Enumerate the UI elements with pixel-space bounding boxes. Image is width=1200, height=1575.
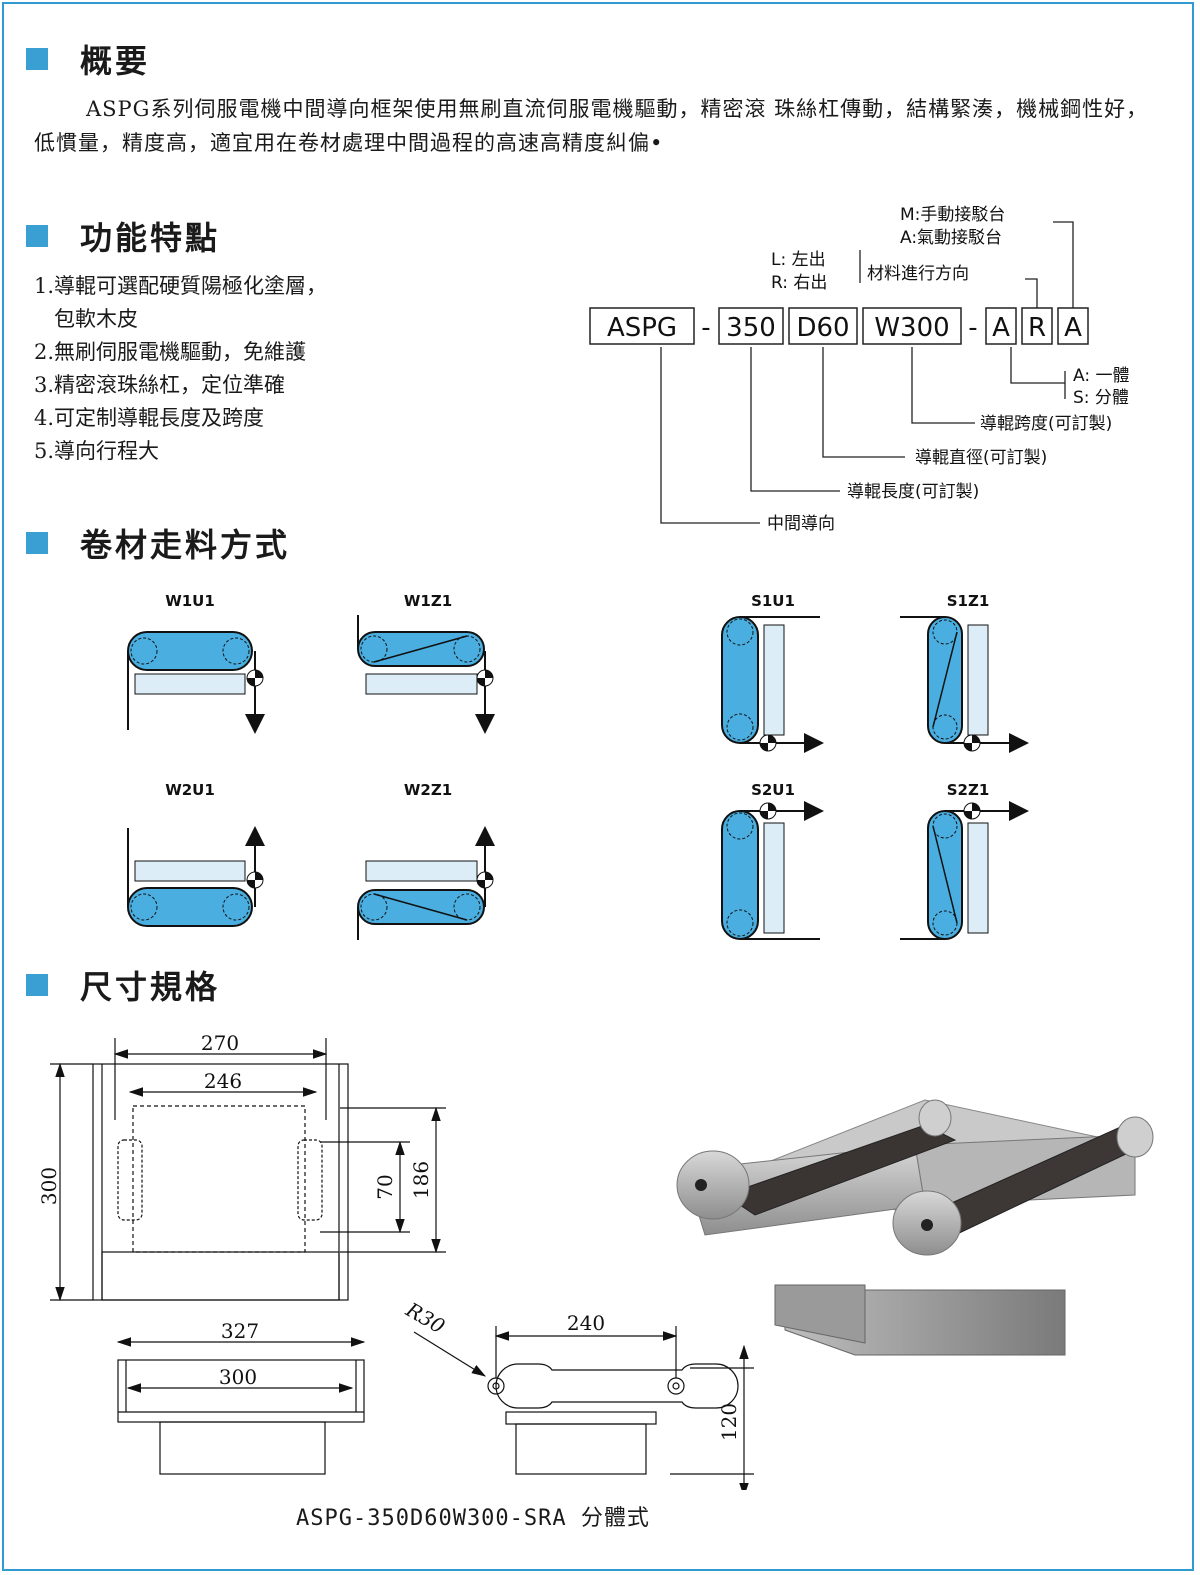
code-label-integrated: A: 一體 (1073, 366, 1129, 386)
dimension-drawings: 270 246 300 70 186 327 300 R30 240 120 (37, 1031, 754, 1490)
mode-label-w2u1: W2U1 (165, 781, 215, 799)
code-label-diameter: 導輥直徑(可訂製) (915, 448, 1047, 468)
section-title: 尺寸規格 (80, 968, 221, 1006)
feature-item: 1.導輥可選配硬質陽極化塗層， (34, 274, 328, 298)
mode-label-s2z1: S2Z1 (947, 781, 990, 799)
mode-label-w1z1: W1Z1 (404, 592, 452, 610)
dim-70: 70 (373, 1174, 397, 1199)
code-part-span: W300 (874, 313, 949, 343)
overview-text: ASPG系列伺服電機中間導向框架使用無刷直流伺服電機驅動，精密滾 珠絲杠傳動，結… (34, 97, 1149, 155)
mode-w2z1-figure (357, 826, 495, 940)
dim-r30: R30 (401, 1297, 449, 1339)
mode-label-s2u1: S2U1 (751, 781, 795, 799)
code-part-diameter: D60 (796, 313, 849, 343)
section-marker-icon (26, 532, 48, 554)
mode-s2z1-figure (900, 801, 1029, 940)
drawing-caption: ASPG-350D60W300-SRA 分體式 (296, 1506, 650, 1531)
code-label-span: 導輥跨度(可訂製) (980, 414, 1112, 434)
code-label-length: 導輥長度(可訂製) (847, 482, 979, 502)
code-part-series: ASPG (607, 313, 677, 343)
feature-item: 4.可定制導輥長度及跨度 (34, 406, 265, 430)
code-part-direction: R (1028, 313, 1046, 343)
code-label-right: R: 右出 (771, 273, 827, 293)
product-photo (676, 1099, 1154, 1356)
dim-120: 120 (717, 1403, 741, 1441)
code-part-length: 350 (726, 313, 776, 343)
dim-327: 327 (221, 1319, 259, 1343)
section-title: 概要 (80, 42, 151, 80)
feature-item: 5.導向行程大 (34, 439, 160, 463)
section-marker-icon (26, 974, 48, 996)
mode-s1u1-figure (721, 616, 824, 753)
code-dash: - (701, 313, 710, 343)
mode-label-s1z1: S1Z1 (947, 592, 990, 610)
section-overview-heading: 概要 (26, 36, 150, 82)
mode-label-s1u1: S1U1 (751, 592, 795, 610)
dim-186: 186 (409, 1161, 433, 1199)
mode-label-w1u1: W1U1 (165, 592, 215, 610)
feature-item: 2.無刷伺服電機驅動，免維護 (34, 340, 307, 364)
section-title: 卷材走料方式 (80, 526, 291, 564)
dim-270: 270 (201, 1031, 239, 1055)
mode-w1z1-figure (357, 615, 495, 734)
mode-w1u1-figure (127, 631, 265, 734)
model-code-diagram: ASPG - 350 D60 W300 - A R A M:手動接駁台 A:氣動… (589, 205, 1129, 534)
dim-300-horizontal: 300 (219, 1365, 257, 1389)
code-label-center-guide: 中間導向 (767, 514, 835, 534)
code-label-pneumatic: A:氣動接駁台 (900, 228, 1002, 248)
web-modes-diagram: W1U1 W1Z1 S1U1 S1Z1 W2U1 W2Z1 S2U1 S2Z1 (127, 592, 1029, 940)
mode-label-w2z1: W2Z1 (404, 781, 452, 799)
mode-w2u1-figure (127, 826, 265, 927)
mode-s1z1-figure (900, 616, 1029, 753)
code-label-split: S: 分體 (1073, 388, 1129, 408)
section-features-heading: 功能特點 (26, 213, 220, 259)
code-dash: - (968, 313, 977, 343)
mode-s2u1-figure (721, 801, 824, 940)
dim-246: 246 (204, 1069, 242, 1093)
dim-240: 240 (567, 1311, 605, 1335)
code-part-structure: A (992, 313, 1010, 343)
feature-item: 包軟木皮 (34, 307, 139, 331)
code-label-direction: 材料進行方向 (867, 264, 969, 284)
section-modes-heading: 卷材走料方式 (26, 520, 290, 566)
section-marker-icon (26, 48, 48, 70)
code-label-left: L: 左出 (771, 250, 826, 270)
dim-300-vertical: 300 (37, 1167, 61, 1205)
code-part-table: A (1064, 313, 1082, 343)
section-title: 功能特點 (80, 219, 221, 257)
section-marker-icon (26, 225, 48, 247)
section-dims-heading: 尺寸規格 (26, 962, 220, 1008)
code-label-manual: M:手動接駁台 (900, 205, 1005, 225)
feature-item: 3.精密滾珠絲杠，定位準確 (34, 373, 286, 397)
feature-list: 1.導輥可選配硬質陽極化塗層， 包軟木皮 2.無刷伺服電機驅動，免維護 3.精密… (34, 270, 327, 468)
